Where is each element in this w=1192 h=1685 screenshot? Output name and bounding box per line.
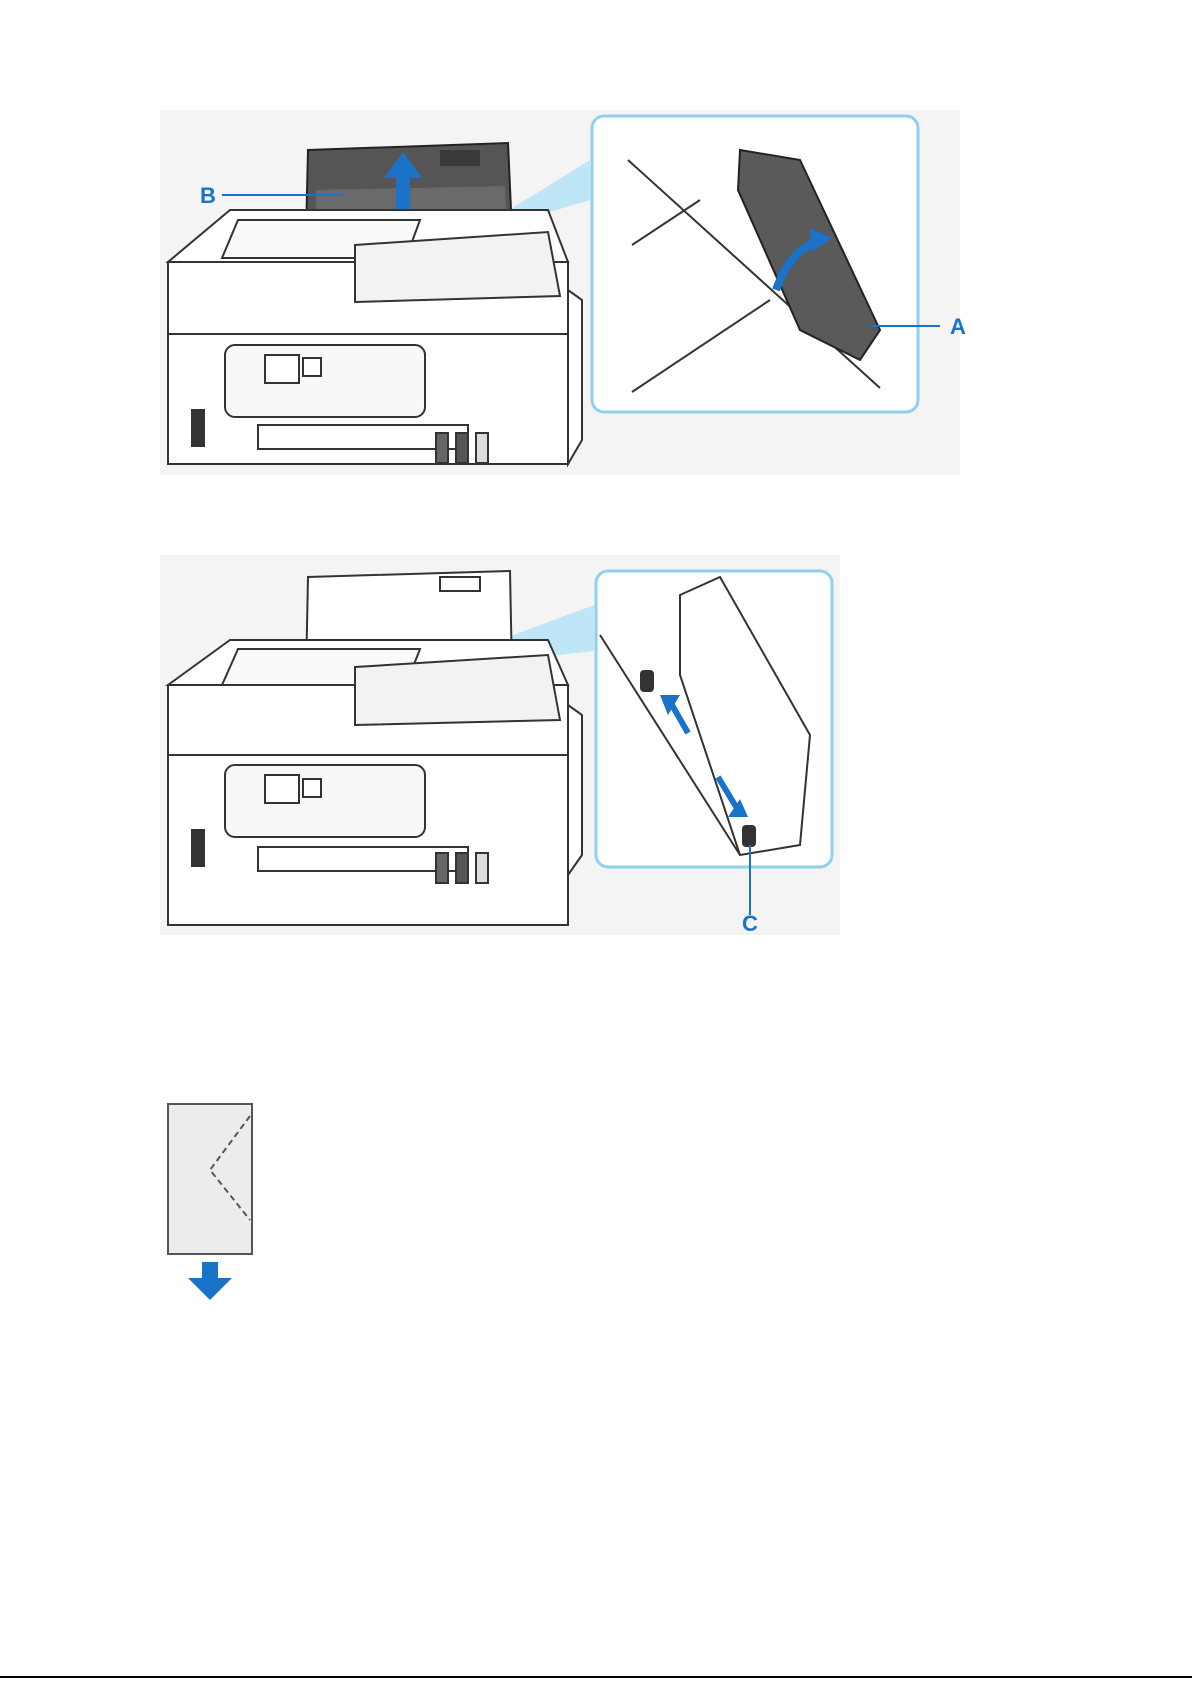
callout-detail-c [596,571,832,867]
callout-detail-a [592,116,918,412]
envelope-icon [168,1104,252,1254]
footer-rule [0,1676,1192,1678]
printer-illustration [168,210,582,464]
label-a: A [950,314,966,339]
figure-printer-paper-guide: C [0,555,1192,935]
label-b: B [200,183,216,208]
figure-printer-open-paper-support: B A [0,0,1192,480]
down-arrow-icon [188,1262,232,1300]
label-c: C [742,911,758,935]
figure-envelope-orientation [150,1100,290,1320]
printer-illustration [168,640,582,925]
